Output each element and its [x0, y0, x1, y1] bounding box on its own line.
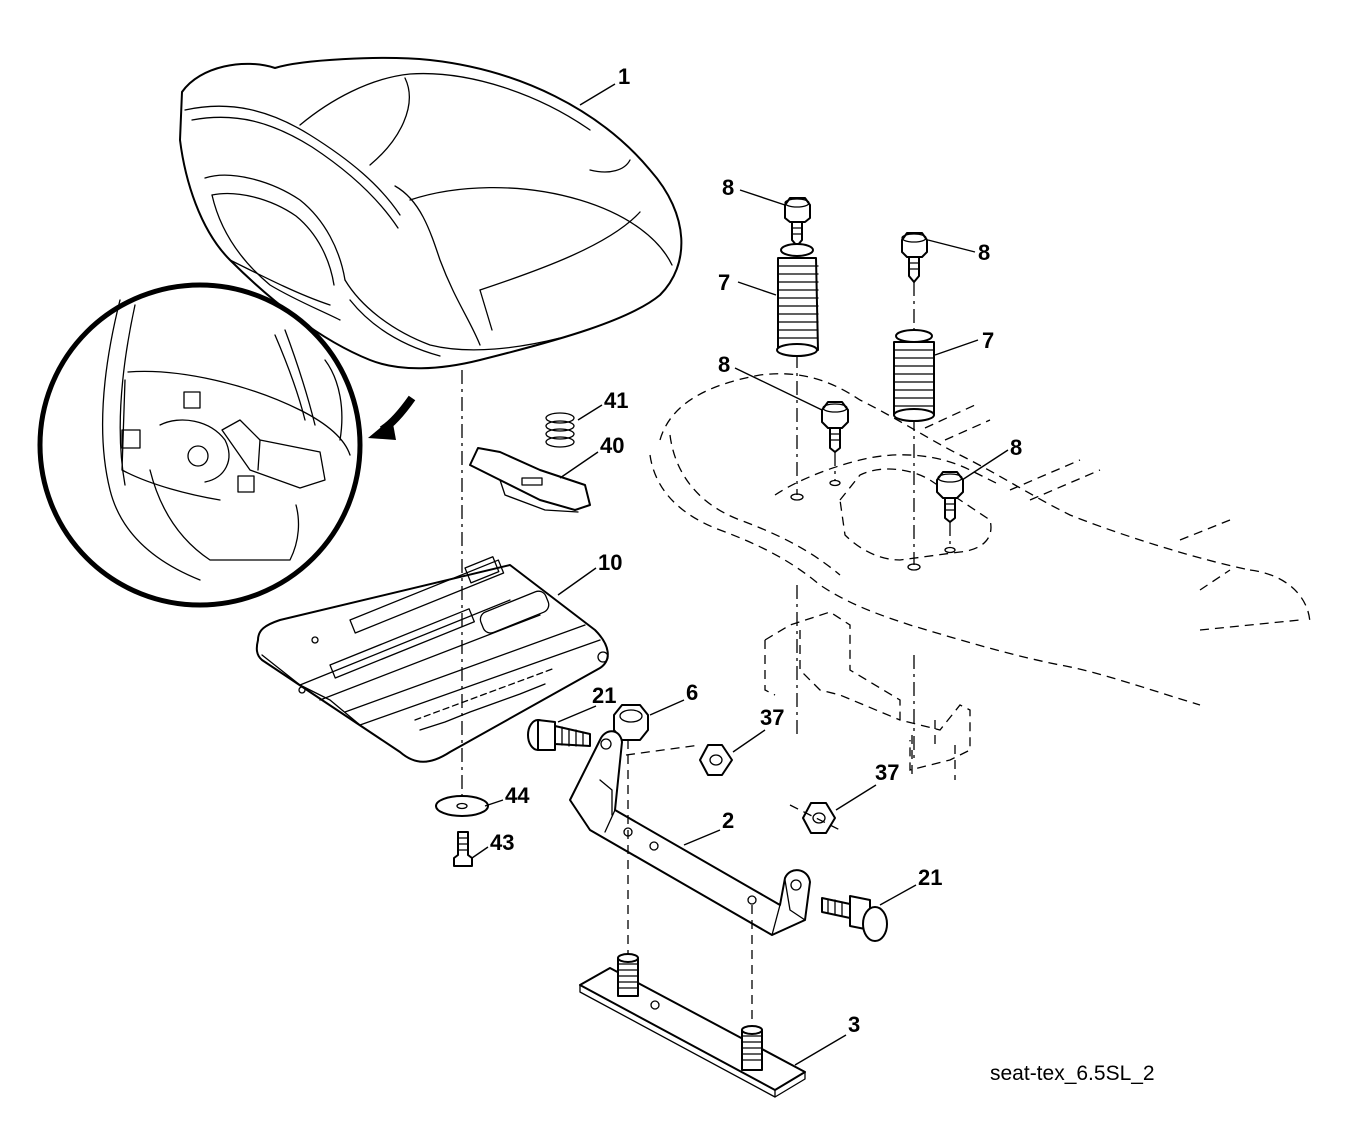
part-44-washer [435, 795, 489, 817]
callout-37a: 37 [760, 705, 784, 730]
part-8-bolt-d [936, 471, 964, 523]
callout-37b: 37 [875, 760, 899, 785]
part-43-bolt [453, 831, 473, 867]
callout-7b: 7 [982, 328, 994, 353]
callout-1: 1 [618, 64, 630, 89]
callout-40: 40 [600, 433, 624, 458]
part-8-bolt-b [901, 232, 928, 283]
part-41-spring [545, 412, 575, 448]
callout-21b: 21 [918, 865, 942, 890]
detail-inset [37, 282, 363, 608]
part-3-plate [579, 953, 806, 1098]
callout-43: 43 [490, 830, 514, 855]
part-10-seat-pan [255, 556, 609, 763]
callout-41: 41 [604, 388, 628, 413]
callout-2: 2 [722, 808, 734, 833]
part-2-bracket [569, 730, 811, 936]
callout-21a: 21 [592, 683, 616, 708]
callout-10: 10 [598, 550, 622, 575]
drawing-caption: seat-tex_6.5SL_2 [990, 1062, 1155, 1085]
part-40-latch [469, 447, 591, 513]
part-21-bolt-left [527, 719, 591, 751]
callout-8a: 8 [722, 175, 734, 200]
part-8-bolt-a [784, 197, 811, 247]
part-8-bolt-c [821, 401, 849, 453]
seat [179, 57, 683, 370]
callout-8d: 8 [1010, 435, 1022, 460]
part-7-spring-b [893, 329, 935, 422]
part-7-spring-a [776, 243, 819, 357]
arrow-icon [368, 395, 416, 440]
callout-7a: 7 [718, 270, 730, 295]
part-21-bolt-right [821, 895, 888, 942]
part-37-nut-b [802, 802, 836, 834]
callout-3: 3 [848, 1012, 860, 1037]
callout-8c: 8 [718, 352, 730, 377]
part-37-nut-a [699, 744, 733, 776]
callout-8b: 8 [978, 240, 990, 265]
frame-outline [649, 373, 1311, 706]
callout-6: 6 [686, 680, 698, 705]
callout-44: 44 [505, 783, 530, 808]
frame-bracket [764, 611, 971, 780]
